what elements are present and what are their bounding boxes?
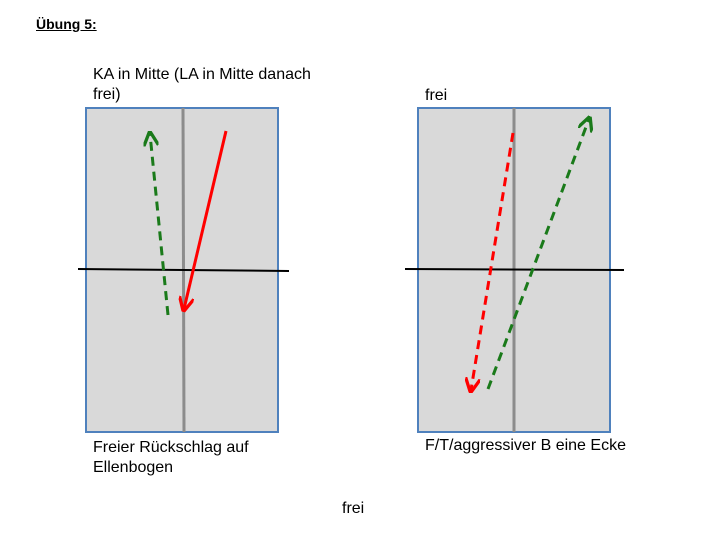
right-diagram-top-label: frei (425, 87, 448, 104)
right-court-net-line (404, 268, 625, 271)
left-red-arrow (184, 130, 228, 309)
right-court (404, 107, 625, 433)
exercise-title: Übung 5: (36, 16, 97, 32)
left-court-net-line (77, 268, 290, 272)
left-green-dashed-arrow (150, 134, 170, 316)
right-diagram-bottom-label: F/T/aggressiver B eine Ecke (425, 437, 626, 454)
footer-label: frei (342, 500, 365, 517)
left-diagram-bottom-label: Freier Rückschlag auf Ellenbogen (93, 439, 249, 476)
left-diagram-top-label: KA in Mitte (LA in Mitte danach frei) (93, 66, 311, 103)
left-court (77, 107, 290, 433)
right-green-dashed-arrow (486, 119, 589, 390)
right-red-dashed-arrow (471, 132, 515, 390)
